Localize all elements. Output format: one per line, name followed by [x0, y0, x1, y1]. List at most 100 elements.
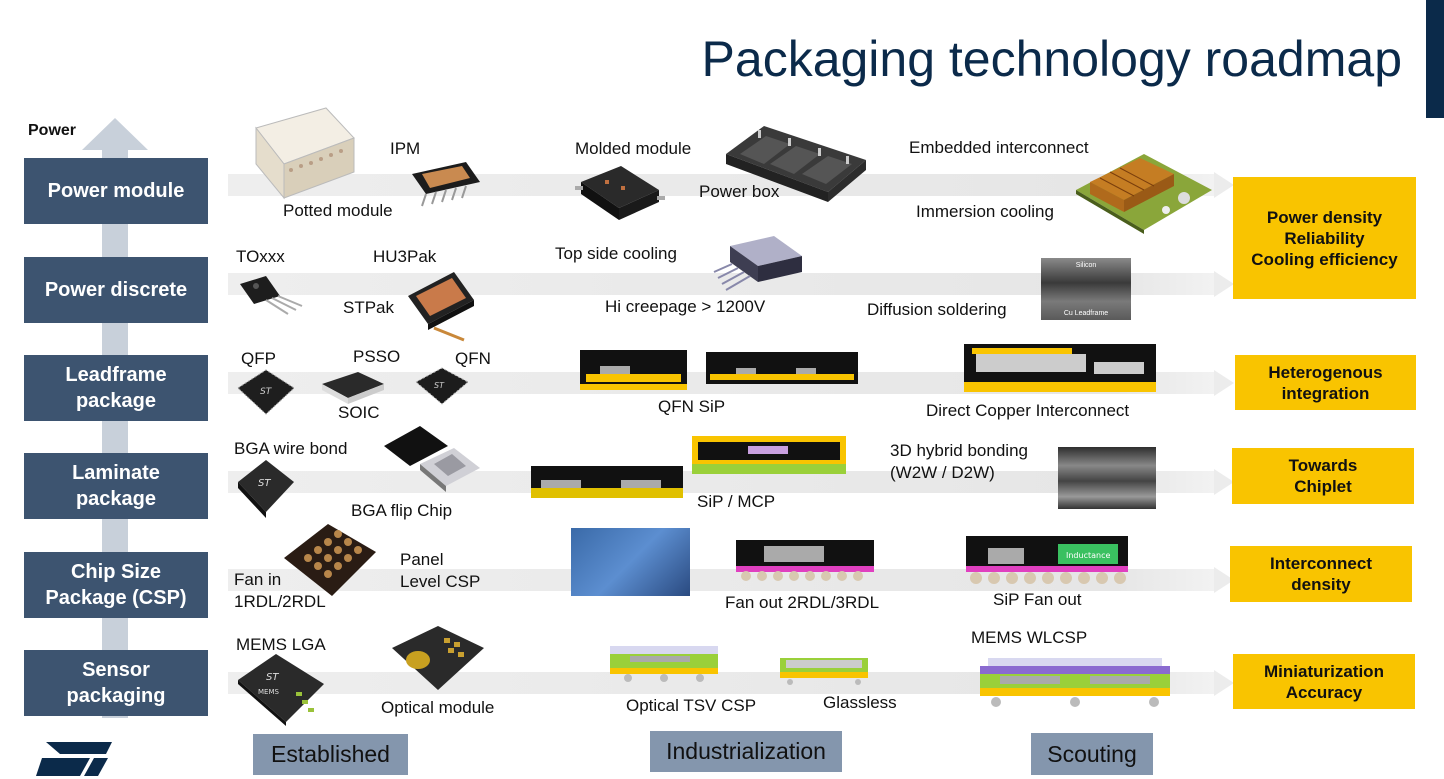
label-qfn: QFN	[455, 349, 491, 368]
driver-reliability: Reliability	[1284, 228, 1365, 248]
header-accent-bar	[1426, 0, 1444, 118]
molded-module-image	[575, 166, 665, 220]
label-fan-in: Fan in	[234, 570, 282, 589]
stage-industrialization: Industrialization	[650, 731, 842, 772]
3d-hybrid-bonding-image	[1058, 447, 1156, 509]
driver-interconnect-line2: density	[1291, 575, 1351, 594]
driver-chiplet-line2: Chiplet	[1294, 477, 1352, 496]
qfn-sip-image-a	[580, 350, 687, 390]
svg-text:ST: ST	[260, 387, 273, 397]
glassless-image	[780, 658, 868, 685]
label-optical-module: Optical module	[381, 698, 495, 717]
svg-text:ST: ST	[266, 672, 279, 683]
label-hi-creepage: Hi creepage > 1200V	[605, 297, 766, 316]
roadmap-band	[228, 469, 1234, 495]
stage-scouting: Scouting	[1031, 733, 1153, 775]
label-embedded-interconnect: Embedded interconnect	[909, 138, 1089, 157]
label-qfp: QFP	[241, 349, 276, 368]
label-fan-out: Fan out 2RDL/3RDL	[725, 593, 880, 612]
label-glassless: Glassless	[823, 693, 897, 712]
label-hu3pak: HU3Pak	[373, 247, 437, 266]
label-soic: SOIC	[338, 403, 380, 422]
label-bga-flip-chip: BGA flip Chip	[351, 501, 453, 520]
category-sensor: Sensor packaging	[24, 650, 208, 716]
fan-out-image	[736, 540, 874, 581]
label-potted-module: Potted module	[283, 201, 393, 220]
driver-power-density: Power density	[1266, 207, 1383, 227]
top-side-cooling-image	[713, 236, 802, 291]
label-optical-tsv-csp: Optical TSV CSP	[626, 696, 757, 715]
category-power-module: Power module	[24, 158, 208, 224]
roadmap-band	[228, 567, 1234, 593]
st-logo	[36, 742, 112, 776]
mems-marking: MEMS	[258, 688, 280, 696]
panel-level-csp-image	[571, 528, 690, 596]
mems-wlcsp-image	[980, 658, 1170, 707]
sip-mcp-image-a	[531, 466, 683, 498]
label-toxxx: TOxxx	[236, 247, 285, 266]
svg-text:ST: ST	[258, 478, 271, 489]
hu3pak-image	[408, 272, 474, 342]
label-mems-wlcsp: MEMS WLCSP	[971, 628, 1088, 647]
driver-cooling-efficiency: Cooling efficiency	[1251, 249, 1398, 269]
driver-heterogenous-line1: Heterogenous	[1268, 362, 1383, 382]
category-power-discrete: Power discrete	[24, 257, 208, 323]
label-immersion-cooling: Immersion cooling	[916, 202, 1054, 221]
optical-tsv-csp-image	[610, 646, 718, 682]
cu-leadframe-label: Cu Leadframe	[1063, 310, 1109, 317]
diffusion-soldering-image: Silicon Cu Leadframe	[1041, 258, 1131, 320]
toxxx-image	[240, 276, 303, 315]
label-3d-hybrid-bonding: 3D hybrid bonding	[890, 441, 1028, 460]
driver-heterogenous-line2: integration	[1281, 383, 1370, 403]
page-title: Packaging technology roadmap	[701, 31, 1402, 87]
label-psso: PSSO	[353, 347, 401, 366]
label-sip-fan-out: SiP Fan out	[993, 590, 1082, 609]
optical-module-image	[392, 626, 484, 690]
stage-established: Established	[253, 734, 408, 775]
bga-flip-chip-image	[384, 426, 480, 492]
label-bga-wire-bond: BGA wire bond	[234, 439, 348, 458]
driver-miniaturization-line1: Miniaturization	[1264, 661, 1384, 681]
driver-interconnect-density: Interconnect density	[1230, 546, 1412, 602]
power-box-image	[726, 126, 866, 202]
ipm-image	[412, 162, 480, 207]
label-w2w-d2w: (W2W / D2W)	[890, 463, 995, 482]
potted-module-image	[255, 107, 355, 200]
power-axis-label: Power	[28, 122, 77, 139]
label-qfn-sip: QFN SiP	[658, 397, 726, 416]
label-mems-lga: MEMS LGA	[236, 635, 326, 654]
label-panel: Panel	[400, 550, 444, 569]
driver-chiplet-line1: Towards	[1288, 456, 1358, 475]
bga-wire-bond-image: ST	[238, 460, 294, 518]
svg-text:ST: ST	[434, 381, 445, 390]
roadmap-band	[228, 670, 1234, 696]
label-1rdl-2rdl: 1RDL/2RDL	[234, 592, 326, 611]
direct-copper-interconnect-image	[964, 344, 1156, 392]
psso-image	[322, 372, 384, 404]
label-top-side-cooling: Top side cooling	[555, 244, 677, 263]
inductance-label: Inductance	[1066, 551, 1110, 560]
label-ipm: IPM	[390, 139, 421, 158]
sip-fan-out-image: Inductance	[966, 536, 1128, 584]
embedded-interconnect-image	[1076, 154, 1212, 234]
label-direct-copper-interconnect: Direct Copper Interconnect	[926, 401, 1130, 420]
label-molded-module: Molded module	[575, 139, 692, 158]
driver-interconnect-line1: Interconnect	[1269, 554, 1373, 573]
fan-in-csp-image	[284, 524, 376, 596]
qfn-image: ST	[415, 367, 469, 405]
silicon-label: Silicon	[1075, 262, 1097, 269]
label-diffusion-soldering: Diffusion soldering	[867, 300, 1007, 319]
label-level-csp: Level CSP	[400, 572, 481, 591]
label-sip-mcp: SiP / MCP	[697, 492, 776, 511]
qfn-sip-image-b	[706, 352, 858, 384]
qfp-image: ST	[237, 369, 295, 415]
category-laminate: Laminate package	[24, 453, 208, 519]
label-power-box: Power box	[699, 182, 780, 201]
category-leadframe: Leadframe package	[24, 355, 208, 421]
roadmap-band	[228, 271, 1234, 297]
sip-mcp-image-b	[692, 436, 846, 474]
